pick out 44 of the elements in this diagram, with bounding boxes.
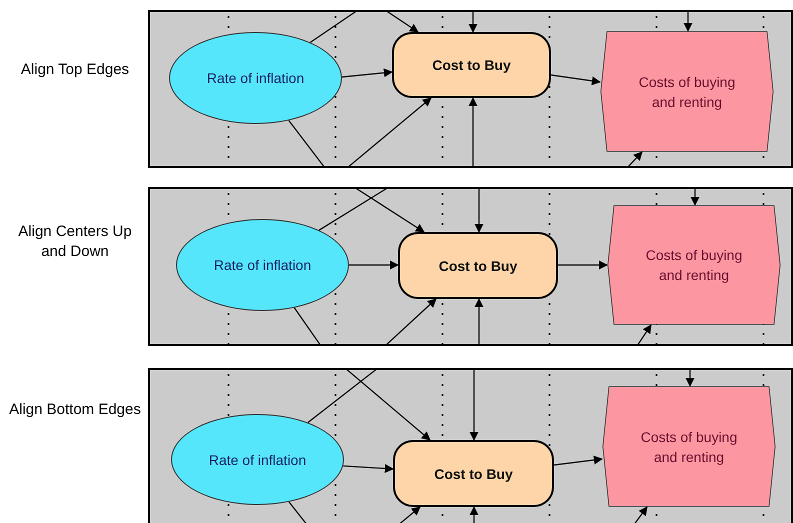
arrow	[550, 74, 601, 86]
diagram-panel	[148, 368, 793, 523]
diagram-panel	[148, 187, 793, 346]
connector-line	[308, 370, 378, 423]
arrow	[636, 324, 652, 344]
arrow	[342, 68, 393, 78]
connector-line	[318, 189, 390, 231]
panel-caption: Align Centers Up and Down	[17, 222, 133, 262]
arrow	[690, 189, 700, 206]
connector-line	[288, 120, 326, 166]
arrow	[470, 370, 478, 441]
arrow	[354, 189, 425, 232]
chance-node-ellipse: Rate of inflation	[176, 219, 349, 311]
objective-node: Costs of buying and renting	[600, 31, 774, 152]
arrow	[384, 12, 419, 32]
objective-node: Costs of buying and renting	[607, 205, 781, 325]
arrow	[684, 12, 692, 32]
arrow	[343, 464, 394, 473]
panel-caption: Align Top Edges	[20, 60, 130, 80]
arrow	[470, 506, 478, 523]
arrow	[686, 370, 694, 387]
arrow	[474, 298, 484, 344]
arrow	[344, 370, 431, 441]
objective-node: Costs of buying and renting	[602, 386, 776, 507]
connector-line	[310, 12, 358, 43]
arrow	[384, 298, 437, 344]
chance-node-ellipse: Rate of inflation	[171, 414, 344, 505]
arrow	[474, 189, 484, 233]
arrow	[558, 260, 608, 270]
variable-node: Cost to Buy	[393, 440, 554, 507]
arrow	[468, 12, 478, 33]
arrow	[632, 506, 648, 523]
connector-line	[288, 502, 308, 523]
variable-node: Cost to Buy	[398, 232, 558, 299]
diagram-panel	[148, 10, 793, 168]
arrow	[349, 260, 399, 270]
chance-node-ellipse: Rate of inflation	[169, 32, 342, 124]
arrow	[468, 97, 478, 166]
panel-caption: Align Bottom Edges	[8, 400, 142, 420]
arrow	[346, 97, 432, 166]
arrow	[554, 456, 603, 466]
connector-line	[294, 307, 322, 344]
arrow	[626, 151, 643, 166]
variable-node: Cost to Buy	[392, 32, 551, 98]
